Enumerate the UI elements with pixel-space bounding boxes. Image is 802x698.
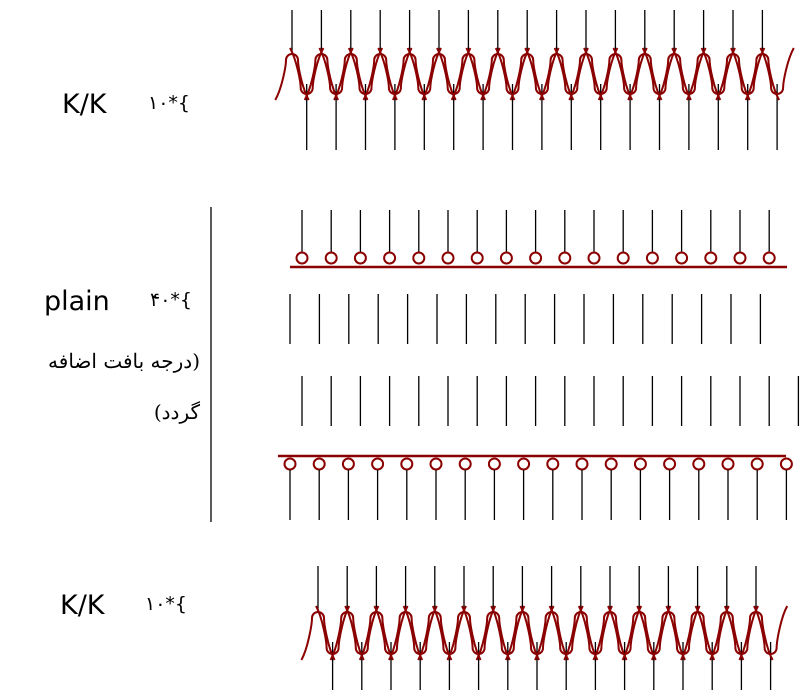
plain-bottom-loop	[604, 457, 618, 471]
plain-bottom-loop	[633, 457, 647, 471]
plain-bottom-loop	[371, 457, 385, 471]
plain-top-loop	[470, 251, 484, 265]
note-line-2: گردد)	[153, 400, 200, 424]
note-line-1: (درجه بافت اضافه	[48, 349, 200, 373]
plain-bottom-loop	[517, 457, 531, 471]
plain-bottom-loop	[341, 457, 355, 471]
plain-bottom-loop	[458, 457, 472, 471]
stitch-label-1: K/K	[62, 89, 107, 120]
plain-top-loop	[733, 251, 747, 265]
plain-top-loop	[616, 251, 630, 265]
plain-bottom-loop	[663, 457, 677, 471]
plain-top-loop	[645, 251, 659, 265]
plain-bottom-loop	[429, 457, 443, 471]
plain-top-loop	[412, 251, 426, 265]
count-value-3: ۱۰	[145, 593, 166, 615]
plain-top-loop	[587, 251, 601, 265]
plain-top-loop	[353, 251, 367, 265]
repeat-mark-1: *{	[168, 92, 191, 114]
row1-lower-loop	[759, 47, 795, 95]
plain-bottom-loop	[750, 457, 764, 471]
plain-top-loop	[529, 251, 543, 265]
repeat-mark-2: *{	[170, 289, 193, 311]
count-label-3: ۱۰*{	[145, 595, 187, 614]
count-value-2: ۴۰	[150, 289, 171, 311]
count-label-2: ۴۰*{	[150, 291, 192, 310]
plain-bottom-loop	[400, 457, 414, 471]
stitch-label-2: plain	[44, 286, 110, 317]
plain-top-loop	[295, 251, 309, 265]
plain-bottom-loop	[692, 457, 706, 471]
plain-bottom-loop	[487, 457, 501, 471]
row3-lower-loop	[753, 605, 789, 655]
plain-bottom-loop	[546, 457, 560, 471]
plain-top-loop	[441, 251, 455, 265]
count-value-1: ۱۰	[148, 92, 169, 114]
plain-top-loop	[558, 251, 572, 265]
stitch-label-3: K/K	[60, 590, 105, 621]
plain-top-loop	[675, 251, 689, 265]
count-label-1: ۱۰*{	[148, 94, 190, 113]
plain-top-loop	[499, 251, 513, 265]
plain-top-loop	[762, 251, 776, 265]
plain-bottom-loop	[575, 457, 589, 471]
plain-top-loop	[324, 251, 338, 265]
plain-top-loop	[704, 251, 718, 265]
plain-top-loop	[383, 251, 397, 265]
plain-bottom-loop	[779, 457, 793, 471]
plain-bottom-loop	[312, 457, 326, 471]
plain-bottom-loop	[283, 457, 297, 471]
plain-bottom-loop	[721, 457, 735, 471]
repeat-mark-3: *{	[165, 593, 188, 615]
